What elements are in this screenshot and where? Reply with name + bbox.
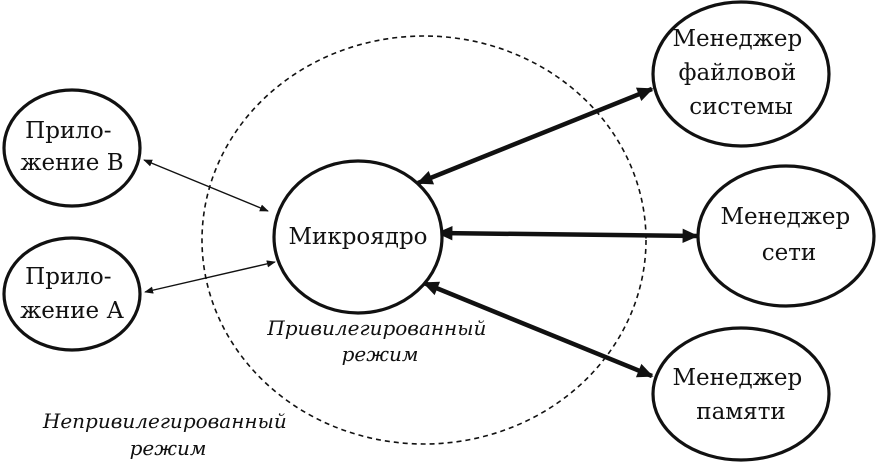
node-net-manager-label: Менеджер сети xyxy=(720,204,857,266)
node-microkernel-shape xyxy=(272,159,444,315)
node-fs-manager-line-1: Менеджер xyxy=(672,26,802,52)
node-microkernel-line-1: Микроядро xyxy=(288,224,427,250)
node-mem-manager-line-2: памяти xyxy=(696,399,786,425)
unprivileged-mode-line-1: Непривилегированный xyxy=(42,409,287,433)
node-microkernel-label: Микроядро xyxy=(288,224,427,250)
node-app-a-shape xyxy=(2,236,142,352)
privileged-mode-line-2: режим xyxy=(342,342,419,366)
unprivileged-mode-line-2: режим xyxy=(130,436,207,460)
privileged-mode-label: Привилегированный режим xyxy=(266,316,493,366)
node-net-manager-shape xyxy=(696,164,876,308)
arrow-microkernel-net-manager xyxy=(436,225,699,244)
node-mem-manager: Менеджер памяти xyxy=(651,326,831,462)
node-app-b-shape xyxy=(2,88,142,208)
node-mem-manager-label: Менеджер памяти xyxy=(672,365,809,425)
node-app-a: Прило- жение А xyxy=(2,236,142,352)
node-app-a-label: Прило- жение А xyxy=(20,264,124,324)
node-fs-manager-line-2: файловой xyxy=(679,60,797,86)
node-mem-manager-line-1: Менеджер xyxy=(672,365,802,391)
node-app-b-line-2: жение В xyxy=(20,150,123,176)
arrow-app-a-microkernel xyxy=(144,260,276,294)
node-microkernel: Микроядро xyxy=(272,159,444,315)
node-net-manager: Менеджер сети xyxy=(696,164,876,308)
node-mem-manager-shape xyxy=(651,326,831,462)
node-app-a-line-2: жение А xyxy=(20,298,124,324)
node-fs-manager-shape xyxy=(651,0,831,148)
privileged-mode-line-1: Привилегированный xyxy=(266,316,486,340)
arrow-microkernel-mem-manager xyxy=(422,280,654,379)
node-net-manager-line-1: Менеджер xyxy=(720,204,850,230)
node-fs-manager-label: Менеджер файловой системы xyxy=(672,26,809,120)
node-fs-manager-line-3: системы xyxy=(689,94,793,120)
node-app-b-line-1: Прило- xyxy=(25,118,111,144)
unprivileged-mode-label: Непривилегированный режим xyxy=(42,409,293,460)
node-app-b: Прило- жение В xyxy=(2,88,142,208)
arrow-microkernel-fs-manager xyxy=(416,86,654,186)
node-net-manager-line-2: сети xyxy=(762,240,817,266)
arrow-app-b-microkernel xyxy=(143,159,269,212)
node-fs-manager: Менеджер файловой системы xyxy=(651,0,831,148)
node-app-a-line-1: Прило- xyxy=(25,264,111,290)
node-app-b-label: Прило- жение В xyxy=(20,118,123,176)
